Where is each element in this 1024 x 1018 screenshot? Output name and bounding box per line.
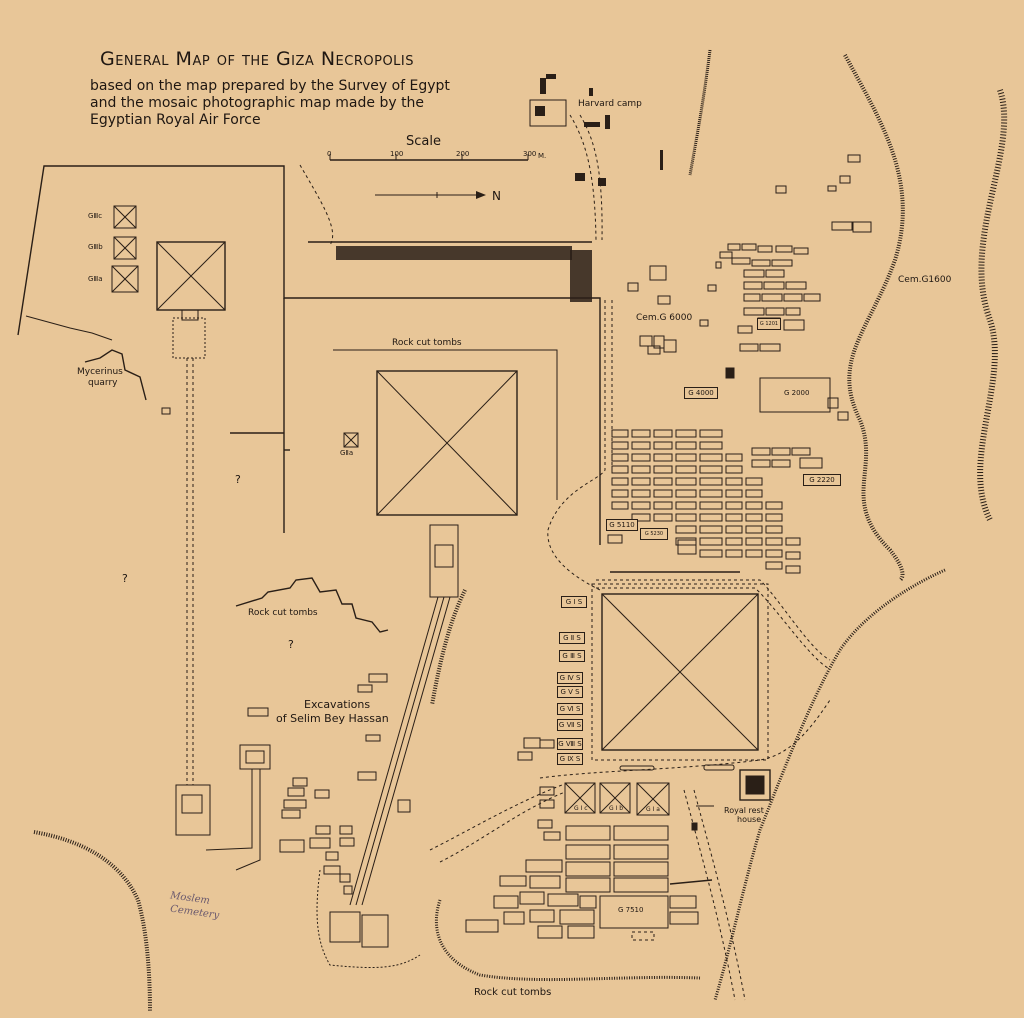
tag-g6s: G Ⅵ S [557, 703, 583, 715]
label-rock-cut-tombs-mid: Rock cut tombs [248, 608, 318, 618]
tag-g4s: G Ⅳ S [557, 672, 583, 684]
harvard-camp-buildings [529, 74, 663, 186]
question-mark-2: ? [122, 572, 128, 585]
label-rock-cut-tombs-bottom: Rock cut tombs [474, 987, 552, 998]
tag-g5110: G 5110 [606, 519, 638, 531]
map-title: General Map of the Giza Necropolis [100, 48, 415, 70]
label-cem-g6000: Cem.G 6000 [636, 313, 693, 323]
label-g2a: GⅡa [340, 449, 354, 457]
queens-pyramids-cheops [564, 782, 670, 816]
mycerinus-causeway [175, 358, 211, 836]
subtitle-line-1: based on the map prepared by the Survey … [90, 78, 450, 94]
tag-g5230: G 5230 [640, 528, 668, 540]
label-cem-g1600: Cem.G1600 [898, 275, 952, 285]
tag-g2220: G 2220 [803, 474, 841, 486]
subtitle-line-3: Egyptian Royal Air Force [90, 112, 261, 128]
cheops-pyramid [591, 583, 769, 761]
scale-unit: M. [538, 152, 547, 160]
tag-g8s: G Ⅷ S [557, 738, 583, 750]
cliff-edges [33, 49, 1008, 1013]
label-g7510: G 7510 [618, 906, 644, 914]
tag-g4000: G 4000 [684, 387, 718, 399]
scale-tick-300: 300 [523, 150, 537, 158]
tag-g1s: G I S [561, 596, 587, 608]
north-label: N [492, 189, 501, 203]
label-g3a: GⅢa [88, 275, 103, 283]
tag-g9s: G Ⅸ S [557, 753, 583, 765]
label-harvard-camp: Harvard camp [578, 99, 642, 109]
scale-bar [329, 154, 529, 161]
scale-tick-0: 0 [327, 150, 332, 158]
label-rock-cut-tombs-top: Rock cut tombs [392, 338, 462, 348]
label-g1c: G I c [574, 805, 588, 812]
chephren-pyramid [333, 349, 558, 516]
chephren-causeway [329, 524, 459, 948]
selim-hassan-excavations [161, 407, 388, 895]
mycerinus-enclosure [17, 165, 601, 545]
tag-g1201: G 1201 [757, 318, 781, 330]
label-royal-rest-house-1: Royal rest [724, 806, 764, 815]
striped-wall [308, 241, 592, 302]
label-mycerinus-quarry-2: quarry [88, 378, 118, 388]
north-arrow [375, 191, 486, 199]
label-g1a: G I a [646, 806, 660, 813]
label-g2000: G 2000 [784, 389, 810, 397]
khentkawes-tomb [205, 744, 271, 871]
label-excavations-1: Excavations [304, 698, 371, 711]
label-g3b: GⅢb [88, 243, 103, 251]
label-royal-rest-house-2: house [737, 815, 762, 824]
label-mycerinus-quarry-1: Mycerinus [77, 367, 123, 377]
eastern-cemetery-mastabas [465, 737, 771, 941]
label-g1b: G I b [609, 805, 624, 812]
label-excavations-2: of Selim Bey Hassan [276, 712, 389, 725]
mycerinus-pyramid [156, 241, 226, 359]
tag-g7s: G Ⅶ S [557, 719, 583, 731]
mycerinus-quarry-edge [84, 349, 147, 401]
question-mark-1: ? [235, 473, 241, 486]
scale-label: Scale [406, 134, 441, 149]
scale-tick-100: 100 [390, 150, 404, 158]
tag-g3s: G Ⅲ S [559, 650, 585, 662]
g4000-field [607, 429, 823, 574]
question-mark-3: ? [288, 638, 294, 651]
rock-cut-tombs-ridge [235, 577, 389, 633]
scale-tick-200: 200 [456, 150, 470, 158]
label-g3c: GⅢc [88, 212, 103, 220]
western-cemetery-mastabas [627, 154, 872, 421]
tag-g5s: G Ⅴ S [557, 686, 583, 698]
tag-g2s: G Ⅱ S [559, 632, 585, 644]
queens-pyramids-mycerinus [111, 205, 139, 293]
subtitle-line-2: and the mosaic photographic map made by … [90, 95, 425, 111]
roads [299, 114, 831, 1001]
